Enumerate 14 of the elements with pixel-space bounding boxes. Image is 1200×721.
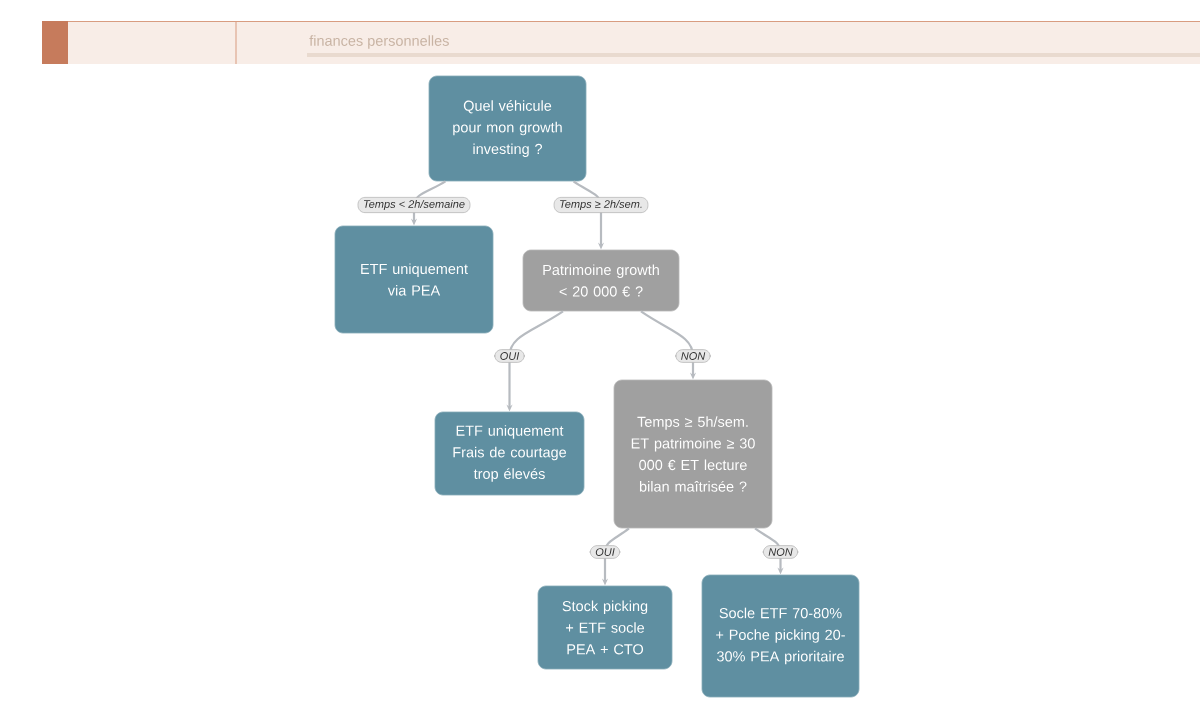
decision-box: Patrimoine growth < 20 000 € ? — [522, 249, 680, 312]
result-box: ETF uniquement Frais de courtage trop élevés — [434, 411, 585, 496]
result-box: ETF uniquement via PEA — [334, 225, 494, 334]
edge-label: Temps < 2h/semaine — [357, 197, 471, 213]
header-tagline: finances personnelles — [309, 35, 449, 49]
result-box: Socle ETF 70-80% + Poche picking 20-30% PEA prioritaire — [701, 574, 860, 698]
decision-box: Temps ≥ 5h/sem. ET patrimoine ≥ 30 000 € ET lecture bilan maîtrisée ? — [613, 379, 773, 529]
edge-label: OUI — [494, 349, 525, 363]
edge-label: NON — [762, 545, 799, 559]
result-box: Stock picking + ETF socle PEA + CTO — [537, 585, 673, 670]
edge-label: NON — [675, 349, 711, 363]
edge-label: Temps ≥ 2h/sem. — [553, 197, 649, 213]
question-box: Quel véhicule pour mon growth investing ? — [428, 75, 587, 182]
edge-label: OUI — [589, 545, 621, 559]
